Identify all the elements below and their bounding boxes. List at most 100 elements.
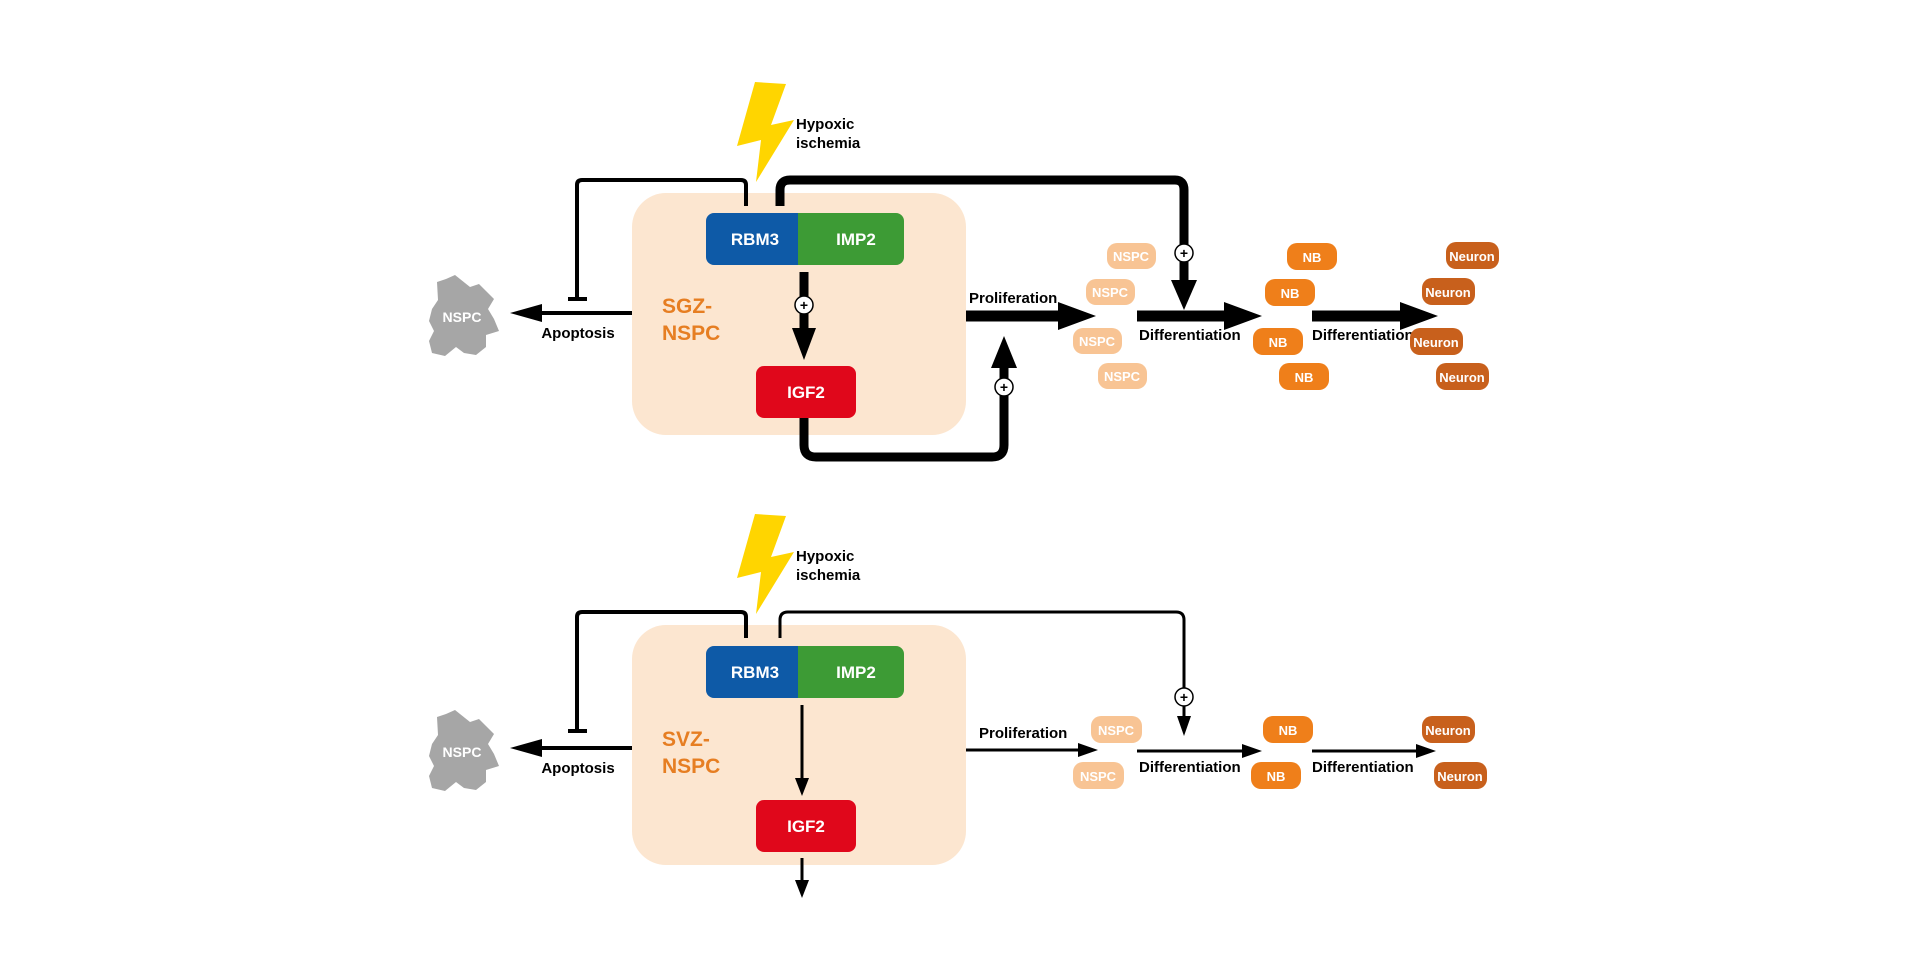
loop-arrowhead xyxy=(1171,280,1197,310)
ischemia-label: ischemia xyxy=(796,567,861,584)
igf2-label: IGF2 xyxy=(787,817,825,836)
igf2-label: IGF2 xyxy=(787,383,825,402)
neuron-cell-label: Neuron xyxy=(1437,769,1483,784)
lightning-icon xyxy=(737,514,794,614)
igf2-box xyxy=(756,366,856,418)
imp2-igf2-arrowhead xyxy=(792,328,816,360)
differentiation-arrowhead-1 xyxy=(1224,302,1262,330)
neuron-cell-label: Neuron xyxy=(1425,723,1471,738)
igf2-proliferation-loop xyxy=(799,365,1009,462)
apoptosis-label: Apoptosis xyxy=(541,760,614,777)
neuron-cluster: Neuron Neuron Neuron Neuron xyxy=(1410,242,1499,390)
neuron-cluster: Neuron Neuron xyxy=(1422,716,1487,789)
differentiation-label-2: Differentiation xyxy=(1312,327,1414,344)
differentiation-label-2: Differentiation xyxy=(1312,759,1414,776)
plus-circle-1 xyxy=(794,295,814,315)
plus-circle-2 xyxy=(1174,243,1194,263)
nspc-cell xyxy=(1098,363,1147,389)
imp2-join xyxy=(798,646,812,698)
rbm3-box xyxy=(706,213,808,265)
igf2-down-arrowhead xyxy=(795,880,809,898)
nb-cell-label: NB xyxy=(1295,370,1314,385)
nspc-cell xyxy=(1091,716,1142,743)
rbm3-box xyxy=(706,646,808,698)
nspc-cell xyxy=(1107,243,1156,269)
dead-nspc-shape xyxy=(429,710,499,791)
nb-cluster: NB NB NB NB xyxy=(1253,243,1337,390)
differentiation-label-1: Differentiation xyxy=(1139,327,1241,344)
apoptosis-arrowhead xyxy=(510,304,542,322)
proliferation-arrowhead xyxy=(1058,302,1096,330)
differentiation-arrowhead-2 xyxy=(1400,302,1438,330)
dead-nspc-shape xyxy=(429,275,499,356)
rbm3-inhibit-loop xyxy=(575,610,748,730)
ischemia-label: ischemia xyxy=(796,135,861,152)
neuron-cell-label: Neuron xyxy=(1425,285,1471,300)
neuron-cell xyxy=(1422,278,1475,305)
apoptosis-label: Apoptosis xyxy=(541,325,614,342)
rbm3-label: RBM3 xyxy=(731,230,779,249)
igf2-box xyxy=(756,800,856,852)
nspc-cluster: NSPC NSPC NSPC NSPC xyxy=(1073,243,1156,389)
apoptosis-arrowhead xyxy=(510,739,542,757)
neuron-cell xyxy=(1436,363,1489,390)
nb-cell xyxy=(1287,243,1337,270)
nb-cell-label: NB xyxy=(1279,723,1298,738)
nb-cell-label: NB xyxy=(1267,769,1286,784)
nb-cell xyxy=(1251,762,1301,789)
imp2-join xyxy=(798,213,812,265)
nb-cell xyxy=(1279,363,1329,390)
nspc-cell-label: NSPC xyxy=(1079,334,1116,349)
imp2-box xyxy=(798,213,904,265)
nb-cell-label: NB xyxy=(1269,335,1288,350)
nb-cell xyxy=(1265,279,1315,306)
differentiation-label-1: Differentiation xyxy=(1139,759,1241,776)
proliferation-label: Proliferation xyxy=(969,290,1057,307)
plus-circle-3 xyxy=(994,377,1014,397)
nspc-cell-label: NSPC xyxy=(1104,369,1141,384)
nspc-cell xyxy=(1073,762,1124,789)
hypoxic-label: Hypoxic xyxy=(796,116,854,133)
neuron-cell xyxy=(1422,716,1475,743)
dead-nspc-label: NSPC xyxy=(443,744,482,760)
neuron-cell-label: Neuron xyxy=(1449,249,1495,264)
rbm3-label: RBM3 xyxy=(731,663,779,682)
nb-cell-label: NB xyxy=(1303,250,1322,265)
nspc-cell-label: NSPC xyxy=(1080,769,1117,784)
zone-label-line1: SGZ- xyxy=(662,295,712,318)
nspc-cell-label: NSPC xyxy=(1113,249,1150,264)
plus-circle xyxy=(1174,687,1194,707)
neuron-cell xyxy=(1410,328,1463,355)
zone-label-line2: NSPC xyxy=(662,755,720,778)
neuron-cell-label: Neuron xyxy=(1439,370,1485,385)
imp2-igf2-arrowhead xyxy=(795,778,809,796)
differentiation-arrowhead-2 xyxy=(1416,744,1436,758)
neuron-cell xyxy=(1446,242,1499,269)
neuron-cell-label: Neuron xyxy=(1413,335,1459,350)
zone-label-line2: NSPC xyxy=(662,322,720,345)
rbm3-differentiation-loop xyxy=(778,610,1186,718)
plus-sign-3: + xyxy=(1000,379,1008,395)
dead-nspc-label: NSPC xyxy=(443,309,482,325)
proliferation-arrowhead xyxy=(1078,743,1098,757)
proliferation-label: Proliferation xyxy=(979,725,1067,742)
zone-label-line1: SVZ- xyxy=(662,728,710,751)
lightning-icon xyxy=(737,82,794,182)
nb-cell-label: NB xyxy=(1281,286,1300,301)
rbm3-differentiation-loop xyxy=(775,175,1189,283)
plus-sign-1: + xyxy=(800,297,808,313)
nb-cell xyxy=(1263,716,1313,743)
nb-cell xyxy=(1253,328,1303,355)
nspc-cell-label: NSPC xyxy=(1098,723,1135,738)
nspc-cluster: NSPC NSPC xyxy=(1073,716,1142,789)
imp2-label: IMP2 xyxy=(836,663,876,682)
nspc-cell-label: NSPC xyxy=(1092,285,1129,300)
nspc-cell xyxy=(1086,279,1135,305)
loop-arrowhead xyxy=(1177,716,1191,736)
igf2-arrowhead xyxy=(991,336,1017,368)
plus-sign: + xyxy=(1180,689,1188,705)
imp2-box xyxy=(798,646,904,698)
plus-sign-2: + xyxy=(1180,245,1188,261)
nspc-cell xyxy=(1073,328,1122,354)
